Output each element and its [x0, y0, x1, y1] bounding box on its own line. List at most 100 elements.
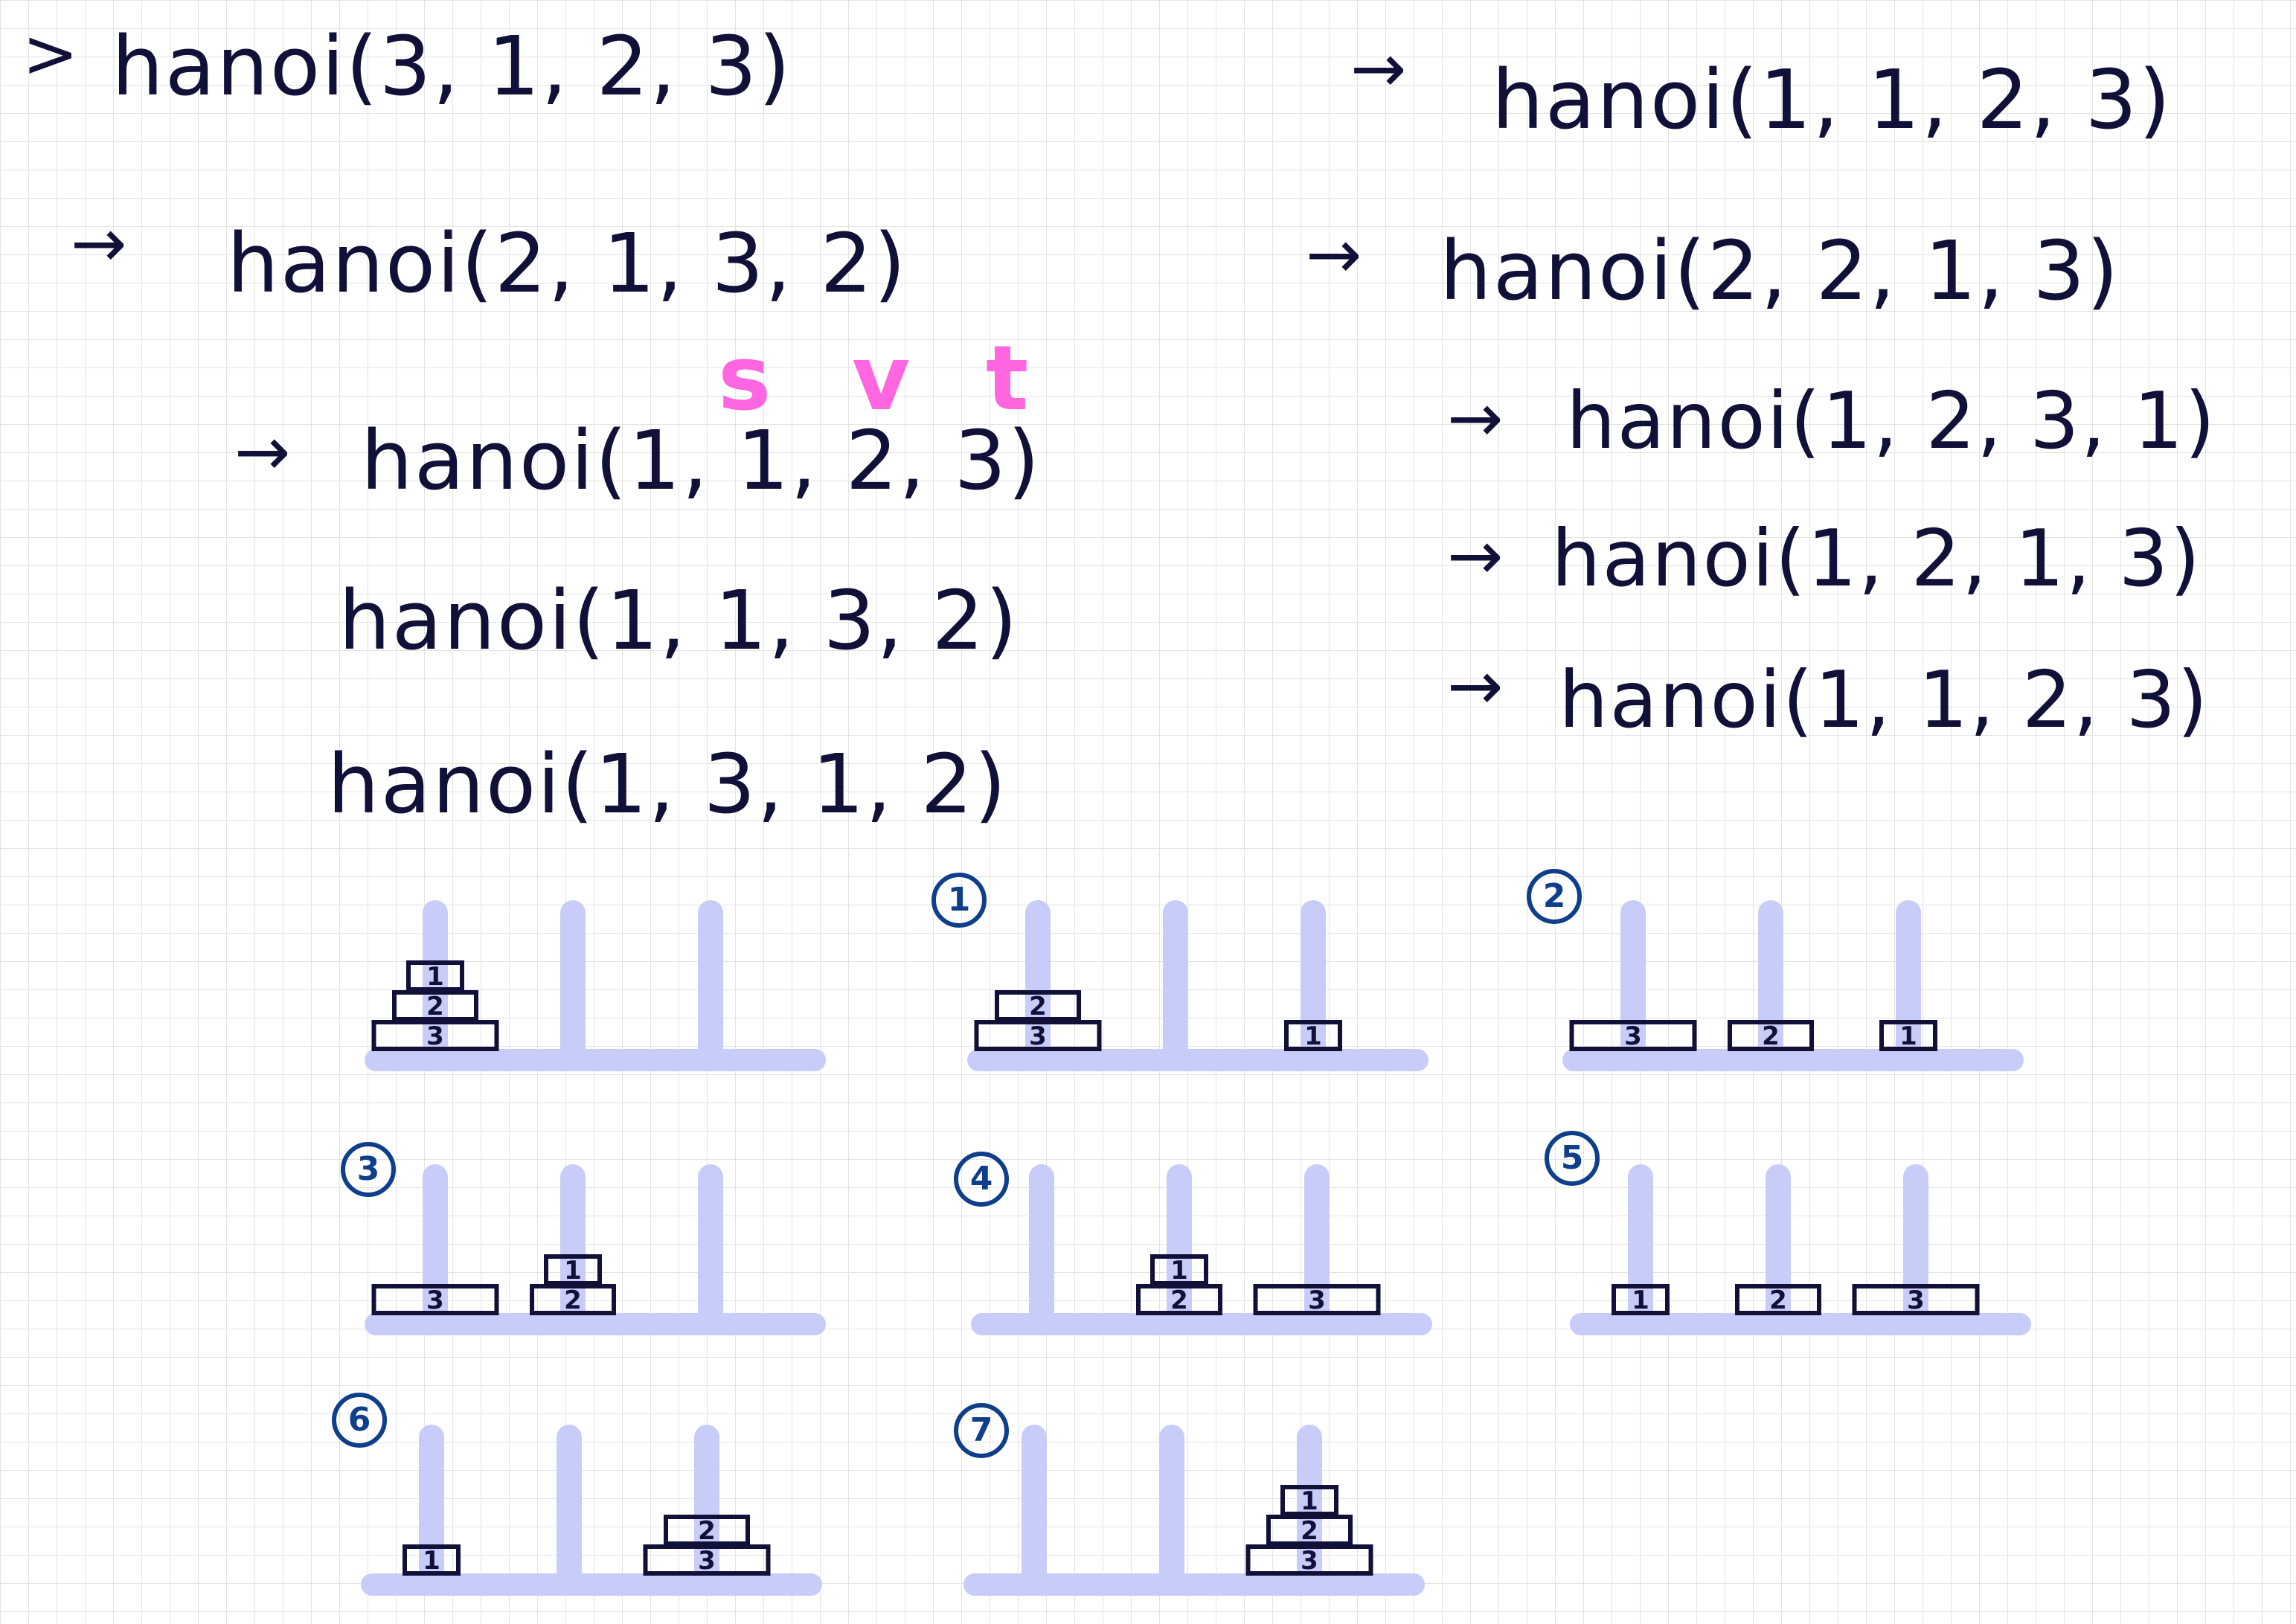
peg [1163, 900, 1188, 1068]
step-number-badge: 1 [931, 873, 987, 928]
trace-call: hanoi(1, 1, 2, 3) [1559, 655, 2210, 745]
disk-3: 3 [974, 1020, 1102, 1051]
disk-2: 2 [664, 1515, 750, 1546]
trace-arrow: → [1447, 379, 1504, 458]
peg [1159, 1425, 1184, 1592]
peg [1301, 900, 1326, 1068]
disk-1: 1 [1284, 1020, 1342, 1051]
peg [698, 1164, 723, 1332]
disk-label: 1 [1632, 1286, 1649, 1315]
disk-label: 2 [564, 1286, 582, 1315]
peg [423, 1164, 448, 1332]
param-label-s: s [718, 327, 772, 431]
peg [1022, 1425, 1047, 1592]
disk-3: 3 [371, 1284, 499, 1315]
trace-arrow: → [1350, 30, 1407, 108]
hanoi-diagram: 21 3 [971, 1164, 1432, 1335]
disk-label: 2 [1301, 1516, 1318, 1546]
disk-label: 3 [1301, 1546, 1318, 1576]
disk-label: 1 [1301, 1486, 1318, 1516]
disk-label: 2 [1769, 1286, 1787, 1315]
disk-label: 3 [426, 1021, 444, 1051]
disk-label: 1 [1170, 1256, 1188, 1286]
step-number-badge: 3 [341, 1142, 396, 1197]
disk-3: 3 [371, 1020, 499, 1051]
disk-label: 2 [426, 992, 444, 1021]
disk-3: 3 [1569, 1020, 1697, 1051]
disk-1: 1 [1280, 1485, 1338, 1516]
peg [1304, 1164, 1330, 1332]
disk-1: 1 [1150, 1254, 1208, 1286]
disk-2: 2 [530, 1284, 616, 1315]
disk-1: 1 [403, 1544, 461, 1576]
disk-3: 3 [643, 1544, 771, 1576]
disk-label: 2 [698, 1516, 716, 1546]
peg [423, 900, 448, 1068]
peg [698, 900, 723, 1068]
peg [1758, 900, 1783, 1068]
trace-arrow: → [1447, 517, 1504, 595]
disk-label: 3 [1624, 1021, 1642, 1051]
trace-arrow: → [1447, 647, 1504, 725]
peg [1896, 900, 1921, 1068]
disk-2: 2 [1728, 1020, 1814, 1051]
disk-3: 3 [1253, 1284, 1381, 1315]
disk-2: 2 [392, 990, 478, 1021]
trace-arrow: > [22, 15, 79, 93]
disk-label: 1 [564, 1256, 582, 1286]
hanoi-step: 3 2 1 [1548, 885, 2083, 1079]
disk-3: 3 [1245, 1544, 1373, 1576]
hanoi-diagram: 1 2 3 [1570, 1164, 2031, 1335]
param-label-v: v [852, 327, 911, 431]
disk-label: 1 [423, 1546, 440, 1576]
disk-1: 1 [1612, 1284, 1670, 1315]
hanoi-diagram: 3 21 [365, 1164, 826, 1335]
peg [694, 1425, 719, 1592]
hanoi-diagram: 321 [963, 1425, 1425, 1596]
trace-call: hanoi(1, 1, 2, 3) [361, 413, 1042, 508]
trace-call: hanoi(1, 2, 1, 3) [1551, 513, 2202, 604]
peg [1620, 900, 1646, 1068]
peg [1029, 1164, 1054, 1332]
step-number-badge: 7 [954, 1403, 1009, 1458]
disk-label: 2 [1029, 992, 1047, 1021]
disk-1: 1 [1879, 1020, 1937, 1051]
peg [1297, 1425, 1322, 1592]
disk-label: 2 [1762, 1021, 1780, 1051]
disk-label: 3 [426, 1286, 444, 1315]
peg [419, 1425, 444, 1592]
trace-arrow: → [1306, 216, 1362, 294]
disk-label: 2 [1170, 1286, 1188, 1315]
step-number-badge: 4 [954, 1152, 1009, 1207]
disk-label: 3 [698, 1546, 716, 1576]
disk-label: 3 [1308, 1286, 1326, 1315]
trace-call: hanoi(2, 1, 3, 2) [227, 216, 908, 311]
hanoi-step: 1 2 3 [1555, 1149, 2091, 1343]
disk-2: 2 [1266, 1515, 1353, 1546]
trace-call: hanoi(1, 1, 3, 2) [339, 573, 1019, 668]
disk-2: 2 [995, 990, 1081, 1021]
trace-call: hanoi(2, 2, 1, 3) [1440, 223, 2120, 318]
peg [1766, 1164, 1791, 1332]
disk-label: 1 [426, 962, 444, 992]
trace-arrow: → [234, 413, 291, 491]
peg [1025, 900, 1051, 1068]
disk-label: 1 [1899, 1021, 1917, 1051]
disk-1: 1 [406, 960, 464, 992]
disk-1: 1 [544, 1254, 602, 1286]
disk-label: 1 [1304, 1021, 1322, 1051]
hanoi-diagram: 321 [365, 900, 826, 1071]
disk-2: 2 [1735, 1284, 1821, 1315]
peg [1167, 1164, 1192, 1332]
trace-call: hanoi(1, 2, 3, 1) [1566, 376, 2217, 466]
trace-arrow: → [71, 205, 127, 283]
hanoi-diagram: 3 2 1 [1562, 900, 2024, 1071]
disk-3: 3 [1852, 1284, 1980, 1315]
param-label-t: t [986, 327, 1029, 431]
trace-call: hanoi(1, 3, 1, 2) [327, 736, 1008, 832]
